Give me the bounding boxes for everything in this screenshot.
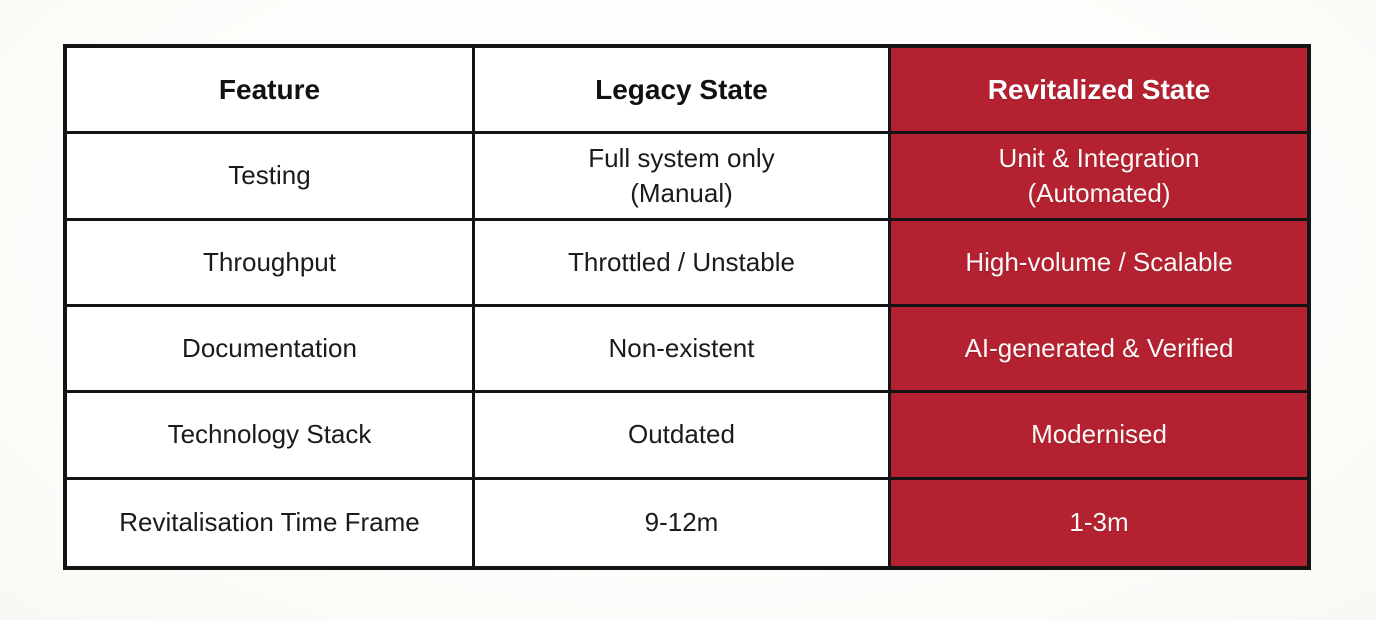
cell-feature-time-frame: Revitalisation Time Frame: [67, 479, 475, 566]
cell-revitalized-time-frame: 1-3m: [891, 479, 1307, 566]
cell-revitalized-throughput: High-volume / Scalable: [891, 220, 1307, 307]
cell-legacy-testing: Full system only (Manual): [475, 134, 891, 221]
cell-legacy-time-frame: 9-12m: [475, 479, 891, 566]
cell-feature-testing: Testing: [67, 134, 475, 221]
cell-feature-technology-stack: Technology Stack: [67, 393, 475, 480]
cell-legacy-documentation: Non-existent: [475, 307, 891, 394]
column-header-feature: Feature: [67, 48, 475, 135]
column-header-legacy-state: Legacy State: [475, 48, 891, 135]
cell-feature-throughput: Throughput: [67, 220, 475, 307]
cell-legacy-throughput: Throttled / Unstable: [475, 220, 891, 307]
cell-feature-documentation: Documentation: [67, 307, 475, 394]
column-header-revitalized-state: Revitalized State: [891, 48, 1307, 135]
cell-revitalized-documentation: AI-generated & Verified: [891, 307, 1307, 394]
cell-revitalized-testing: Unit & Integration (Automated): [891, 134, 1307, 221]
cell-legacy-technology-stack: Outdated: [475, 393, 891, 480]
comparison-table: Feature Legacy State Revitalized State T…: [63, 44, 1311, 570]
cell-revitalized-technology-stack: Modernised: [891, 393, 1307, 480]
